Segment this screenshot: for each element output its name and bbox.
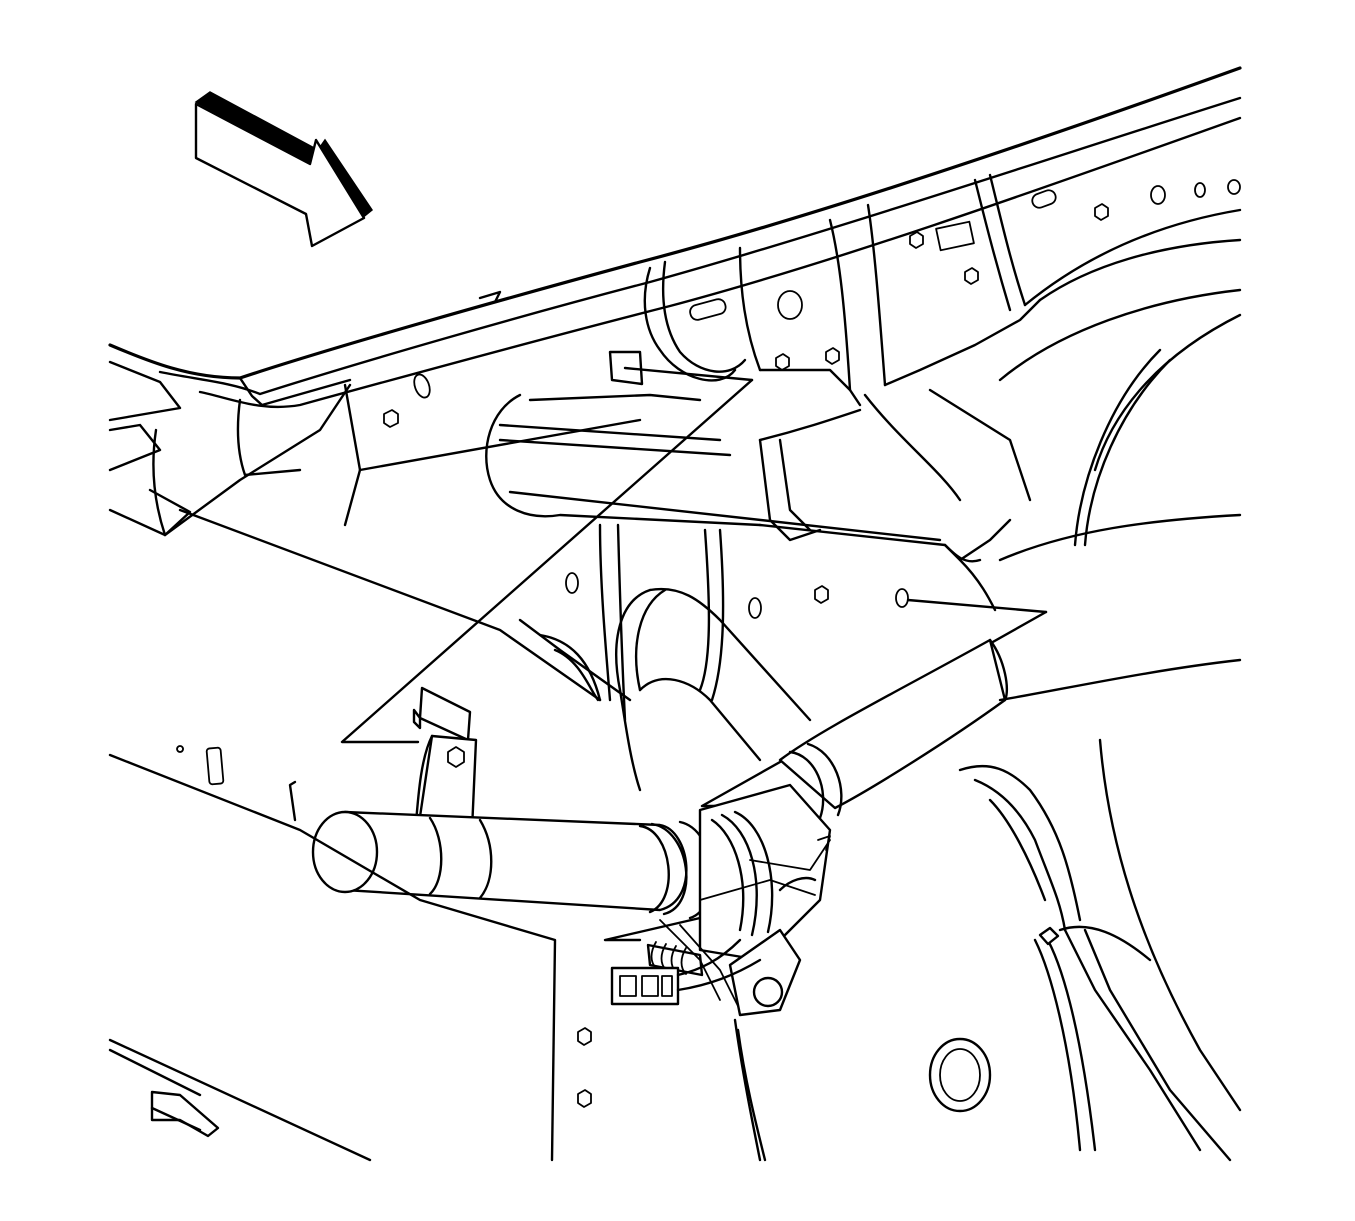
inner-rail-panel (343, 173, 1242, 542)
mounting-bracket (412, 686, 478, 837)
upper-rail-panel (108, 66, 1242, 702)
wheelhouse-panel (958, 313, 1242, 1162)
view-direction-arrow-icon (194, 91, 374, 248)
lower-inner-panel (485, 393, 1012, 792)
tube-assembly (311, 638, 1009, 1017)
floor-panel (108, 745, 992, 1162)
